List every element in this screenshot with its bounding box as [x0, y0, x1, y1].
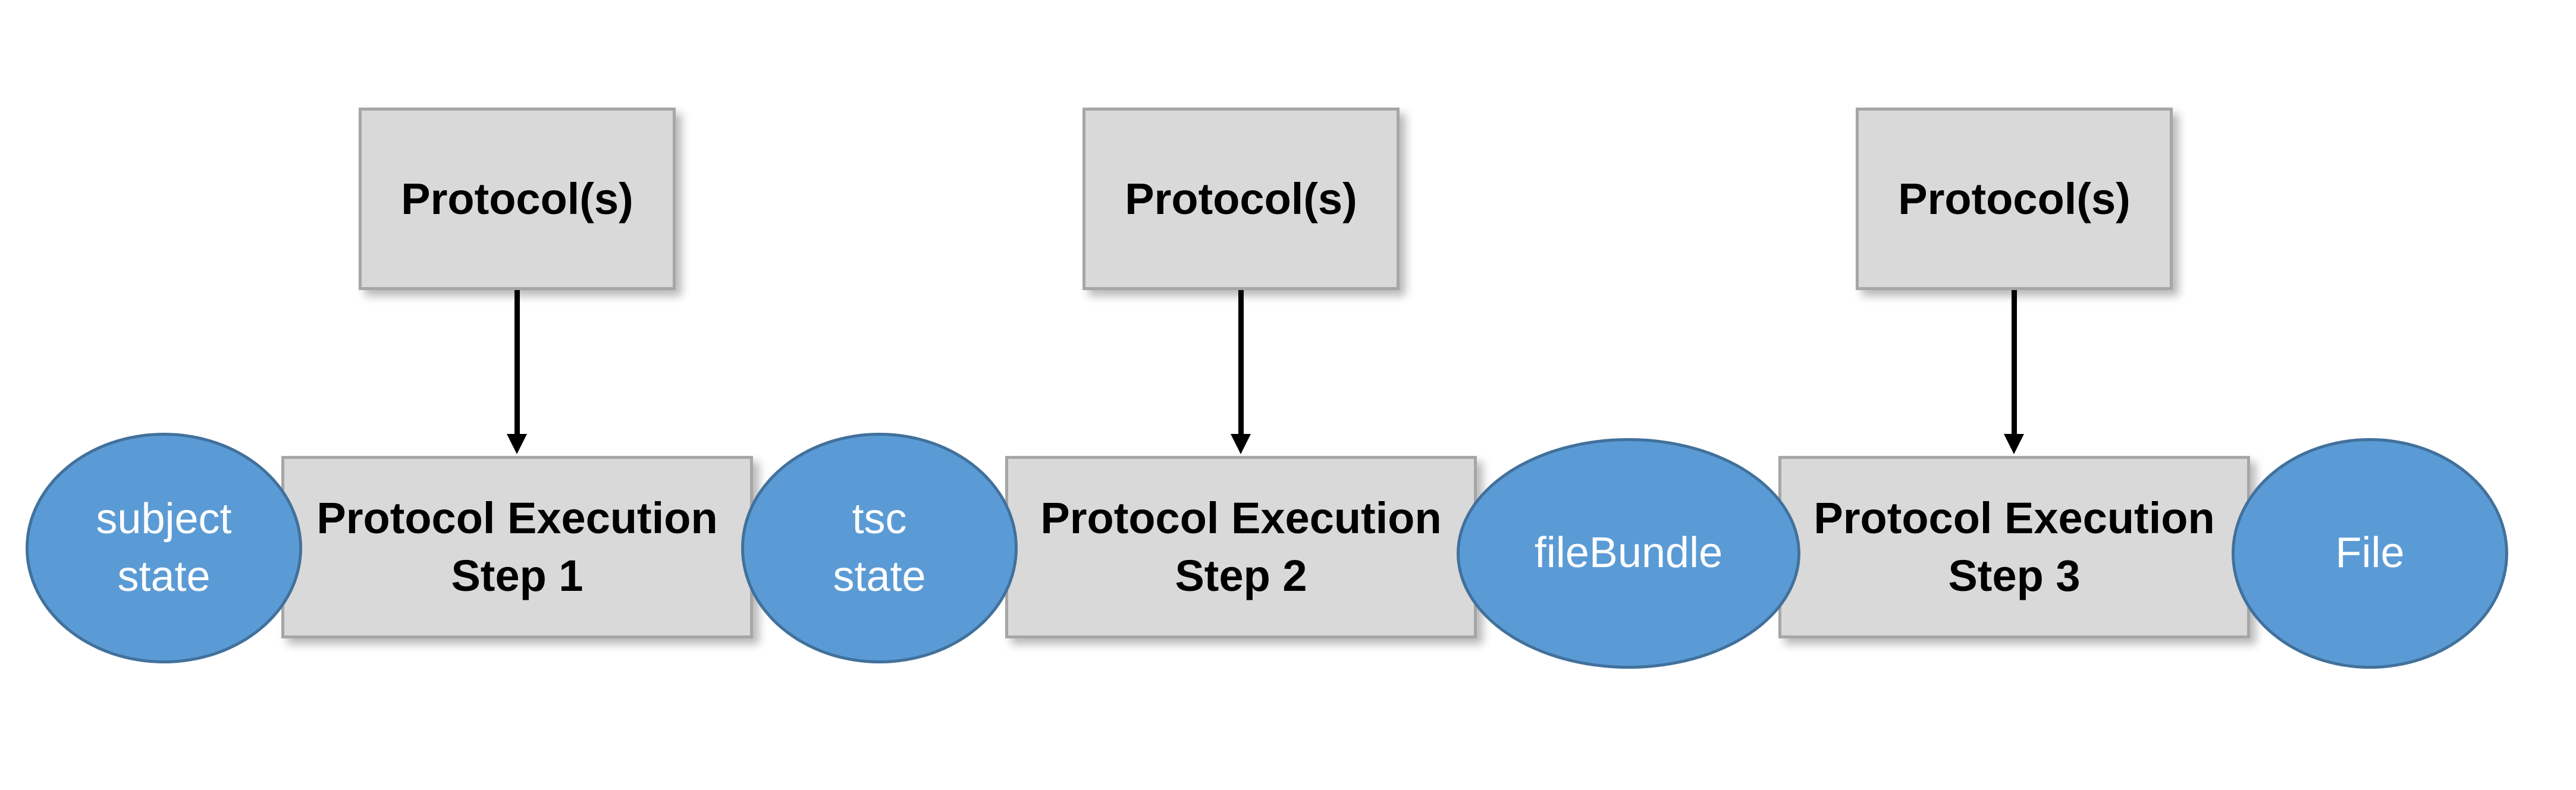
protocol-box-3: Protocol(s): [1856, 108, 2173, 290]
state-label-line2: state: [833, 553, 926, 600]
protocol-box-2: Protocol(s): [1083, 108, 1400, 290]
arrow-1: [514, 290, 520, 436]
state-ellipse-subject-state: subject state: [26, 433, 302, 663]
execution-step-number: Step 3: [1948, 550, 2081, 600]
execution-step-box-1: Protocol Execution Step 1: [281, 456, 753, 638]
arrowhead-3: [2004, 434, 2024, 454]
protocol-box-label: Protocol(s): [401, 174, 633, 224]
protocol-box-label: Protocol(s): [1898, 174, 2131, 224]
execution-step-title: Protocol Execution: [1813, 493, 2215, 543]
execution-step-title: Protocol Execution: [316, 493, 718, 543]
state-ellipse-tsc-state: tsc state: [741, 433, 1018, 663]
arrowhead-1: [507, 434, 527, 454]
arrowhead-2: [1231, 434, 1251, 454]
execution-step-number: Step 2: [1175, 550, 1307, 600]
state-label: File: [2335, 529, 2405, 577]
state-label-line1: subject: [96, 495, 232, 543]
execution-step-box-3: Protocol Execution Step 3: [1778, 456, 2250, 638]
protocol-box-1: Protocol(s): [359, 108, 676, 290]
state-label-line2: state: [117, 553, 211, 600]
arrow-3: [2012, 290, 2017, 436]
execution-step-box-2: Protocol Execution Step 2: [1005, 456, 1477, 638]
arrow-2: [1238, 290, 1244, 436]
execution-step-number: Step 1: [451, 550, 583, 600]
protocol-box-label: Protocol(s): [1125, 174, 1357, 224]
state-label-line1: tsc: [852, 495, 907, 543]
state-ellipse-file: File: [2232, 438, 2508, 669]
execution-step-title: Protocol Execution: [1040, 493, 1442, 543]
state-ellipse-filebundle: fileBundle: [1457, 438, 1800, 669]
state-label: fileBundle: [1534, 529, 1723, 577]
